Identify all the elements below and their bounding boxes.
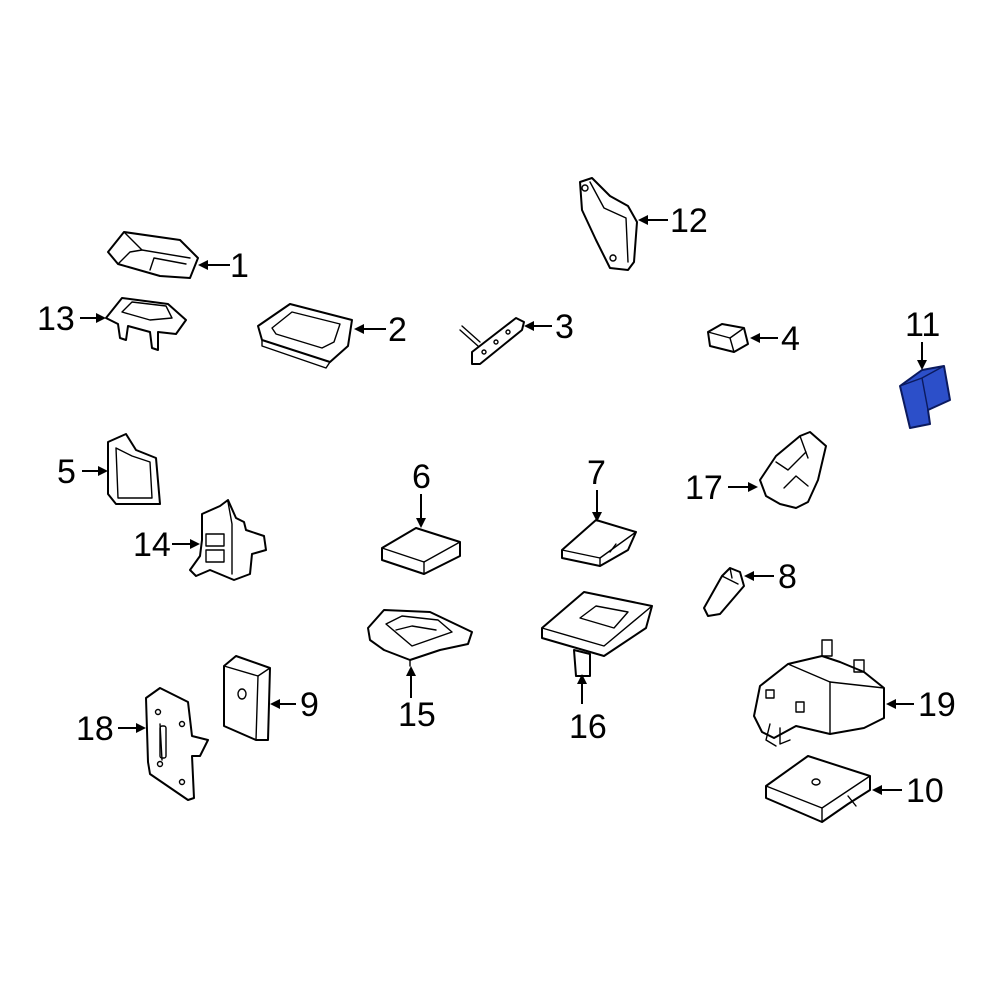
callout-4-label: 4 <box>781 320 800 358</box>
callout-12-label: 12 <box>670 202 708 240</box>
callout-1-label: 1 <box>230 247 249 285</box>
callout-9[interactable]: 9 <box>270 686 319 724</box>
callout-3[interactable]: 3 <box>524 308 574 346</box>
callout-19-label: 19 <box>918 686 956 724</box>
callout-18[interactable]: 18 <box>76 710 146 748</box>
callout-7[interactable]: 7 <box>587 454 606 522</box>
callout-16[interactable]: 16 <box>569 674 607 746</box>
callout-13-label: 13 <box>37 300 75 338</box>
callout-14[interactable]: 14 <box>133 526 200 564</box>
callout-5[interactable]: 5 <box>57 453 108 491</box>
callout-17[interactable]: 17 <box>685 469 758 507</box>
part-5-panel[interactable] <box>107 433 161 505</box>
part-10-base[interactable] <box>765 755 871 823</box>
callout-3-label: 3 <box>555 308 574 346</box>
part-15-frame[interactable] <box>367 609 473 667</box>
callout-8[interactable]: 8 <box>744 558 797 596</box>
callout-18-label: 18 <box>76 710 114 748</box>
part-12-bracket[interactable] <box>579 177 638 271</box>
callout-15-label: 15 <box>398 696 436 734</box>
callout-13[interactable]: 13 <box>37 300 106 338</box>
callout-4[interactable]: 4 <box>750 320 800 358</box>
part-11-module-highlighted[interactable] <box>899 365 951 429</box>
part-14-connector[interactable] <box>189 499 267 581</box>
callout-7-label: 7 <box>587 454 606 492</box>
callout-5-label: 5 <box>57 453 76 491</box>
part-18-plate[interactable] <box>145 687 209 801</box>
part-13-bracket[interactable] <box>105 297 187 351</box>
part-4-clip[interactable] <box>707 323 749 353</box>
callout-10-label: 10 <box>906 772 944 810</box>
callout-16-label: 16 <box>569 708 607 746</box>
part-8-sensor[interactable] <box>703 567 745 617</box>
callout-15[interactable]: 15 <box>398 666 436 734</box>
part-2-tray[interactable] <box>257 303 353 369</box>
callout-6-label: 6 <box>412 458 431 496</box>
part-3-hinge[interactable] <box>459 317 525 365</box>
part-9-pad[interactable] <box>223 655 271 741</box>
callout-2-label: 2 <box>388 311 407 349</box>
part-1-cover[interactable] <box>107 231 199 279</box>
part-17-bracket[interactable] <box>759 431 827 509</box>
callout-11-label: 11 <box>905 306 940 344</box>
callout-10[interactable]: 10 <box>872 772 944 810</box>
callout-11[interactable]: 11 <box>905 306 940 370</box>
part-19-housing[interactable] <box>753 639 885 747</box>
part-16-plate[interactable] <box>541 591 653 677</box>
callout-8-label: 8 <box>778 558 797 596</box>
callout-17-label: 17 <box>685 469 723 507</box>
part-7-pad[interactable] <box>561 519 637 567</box>
part-6-pad[interactable] <box>381 527 461 575</box>
callout-19[interactable]: 19 <box>886 686 956 724</box>
callout-2[interactable]: 2 <box>354 311 407 349</box>
callout-6[interactable]: 6 <box>412 458 431 528</box>
callout-14-label: 14 <box>133 526 171 564</box>
callout-9-label: 9 <box>300 686 319 724</box>
callout-1[interactable]: 1 <box>198 247 249 285</box>
callout-12[interactable]: 12 <box>638 202 708 240</box>
